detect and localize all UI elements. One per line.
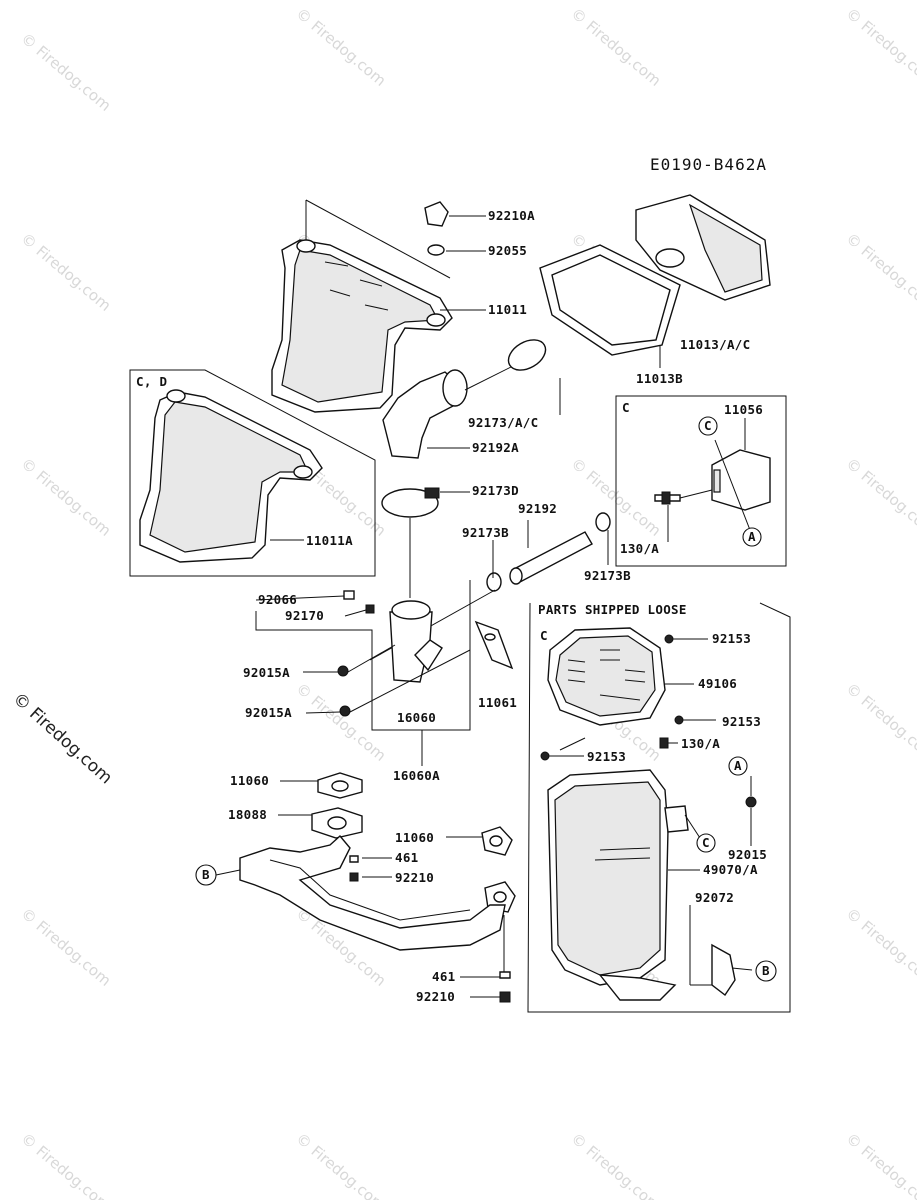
label-92192a: 92192A bbox=[472, 440, 519, 455]
exhaust-pipe-illustration bbox=[239, 772, 516, 1003]
callout-b-pipe: B bbox=[195, 864, 217, 886]
label-92153-1: 92153 bbox=[712, 631, 751, 646]
watermark: © Firedog.com bbox=[17, 29, 114, 114]
svg-text:B: B bbox=[202, 867, 210, 882]
label-16060a: 16060A bbox=[393, 768, 440, 783]
label-130a-2: 130/A bbox=[681, 736, 720, 751]
label-92153-2: 92153 bbox=[722, 714, 761, 729]
label-92015a-1: 92015A bbox=[243, 665, 290, 680]
svg-text:A: A bbox=[748, 529, 756, 544]
label-11013-a-c: 11013/A/C bbox=[680, 337, 750, 352]
watermark: © Firedog.com bbox=[292, 679, 389, 764]
watermark: © Firedog.com bbox=[17, 1129, 114, 1200]
label-92015: 92015 bbox=[728, 847, 767, 862]
intake-pipe-illustration bbox=[255, 580, 514, 766]
label-11056: 11056 bbox=[724, 402, 763, 417]
watermark: © Firedog.com bbox=[842, 679, 917, 764]
label-16060: 16060 bbox=[397, 710, 436, 725]
watermark: © Firedog.com bbox=[292, 4, 389, 89]
svg-text:C: C bbox=[704, 418, 712, 433]
label-11011a: 11011A bbox=[306, 533, 353, 548]
hose-illustration bbox=[369, 512, 611, 661]
watermark: © Firedog.com bbox=[17, 454, 114, 539]
watermark: © Firedog.com bbox=[842, 1129, 917, 1200]
label-92210-2: 92210 bbox=[416, 989, 455, 1004]
watermark: © Firedog.com bbox=[292, 1129, 389, 1200]
callout-c-loose: C bbox=[696, 833, 716, 853]
label-49070a: 49070/A bbox=[703, 862, 758, 877]
loose-box-c: C bbox=[540, 628, 548, 643]
label-92153-3: 92153 bbox=[587, 749, 626, 764]
label-461-1: 461 bbox=[395, 850, 418, 865]
callout-circles: C A A C B B bbox=[195, 416, 777, 982]
bracket-box: C bbox=[615, 395, 787, 567]
watermark-grid: © Firedog.com © Firedog.com © Firedog.co… bbox=[9, 4, 917, 1200]
callout-a-bracket: A bbox=[742, 527, 762, 547]
svg-text:C: C bbox=[702, 835, 710, 850]
label-92210-1: 92210 bbox=[395, 870, 434, 885]
elbow-and-clamps bbox=[381, 339, 547, 598]
watermark: © Firedog.com bbox=[842, 229, 917, 314]
label-92015a-2: 92015A bbox=[245, 705, 292, 720]
callout-c-bracket: C bbox=[698, 416, 718, 436]
label-92173d: 92173D bbox=[472, 483, 519, 498]
label-92192: 92192 bbox=[518, 501, 557, 516]
leader-lines bbox=[255, 378, 609, 714]
callout-b-loose: B bbox=[755, 960, 777, 982]
loose-parts-box: PARTS SHIPPED LOOSE C bbox=[527, 602, 791, 1013]
label-130a-1: 130/A bbox=[620, 541, 659, 556]
part-labels: 92210A 92055 11011 11013/A/C 11013B 9217… bbox=[228, 208, 767, 1004]
diagram-code: E0190-B462A bbox=[650, 155, 767, 174]
label-11060-2: 11060 bbox=[395, 830, 434, 845]
label-92210a: 92210A bbox=[488, 208, 535, 223]
watermark: © Firedog.com bbox=[842, 454, 917, 539]
label-92173-a-c: 92173/A/C bbox=[468, 415, 538, 430]
label-92072: 92072 bbox=[695, 890, 734, 905]
label-92066: 92066 bbox=[258, 592, 297, 607]
watermark: © Firedog.com bbox=[842, 904, 917, 989]
breather-parts bbox=[424, 201, 486, 311]
label-92173b-bottom: 92173B bbox=[584, 568, 631, 583]
label-18088: 18088 bbox=[228, 807, 267, 822]
cd-box-title: C, D bbox=[136, 374, 167, 389]
watermark: © Firedog.com bbox=[17, 229, 114, 314]
label-11061: 11061 bbox=[478, 695, 517, 710]
watermark-side: © Firedog.com bbox=[9, 689, 116, 788]
watermark: © Firedog.com bbox=[17, 904, 114, 989]
svg-text:B: B bbox=[762, 963, 770, 978]
label-92173b-top: 92173B bbox=[462, 525, 509, 540]
label-461-2: 461 bbox=[432, 969, 455, 984]
label-92170: 92170 bbox=[285, 608, 324, 623]
label-11013b: 11013B bbox=[636, 371, 683, 386]
svg-text:A: A bbox=[734, 758, 742, 773]
bracket-box-title: C bbox=[622, 400, 630, 415]
callout-a-loose: A bbox=[728, 756, 748, 776]
air-cleaner-base-illustration bbox=[271, 199, 453, 413]
loose-box-header: PARTS SHIPPED LOOSE bbox=[538, 602, 687, 617]
label-11011: 11011 bbox=[488, 302, 527, 317]
watermark: © Firedog.com bbox=[567, 1129, 664, 1200]
label-49106: 49106 bbox=[698, 676, 737, 691]
cd-box: C, D bbox=[129, 369, 376, 577]
air-filter-illustration bbox=[539, 194, 771, 368]
watermark: © Firedog.com bbox=[842, 4, 917, 89]
guard-slots bbox=[567, 649, 646, 701]
label-11060-1: 11060 bbox=[230, 773, 269, 788]
label-92055: 92055 bbox=[488, 243, 527, 258]
watermark: © Firedog.com bbox=[567, 4, 664, 89]
